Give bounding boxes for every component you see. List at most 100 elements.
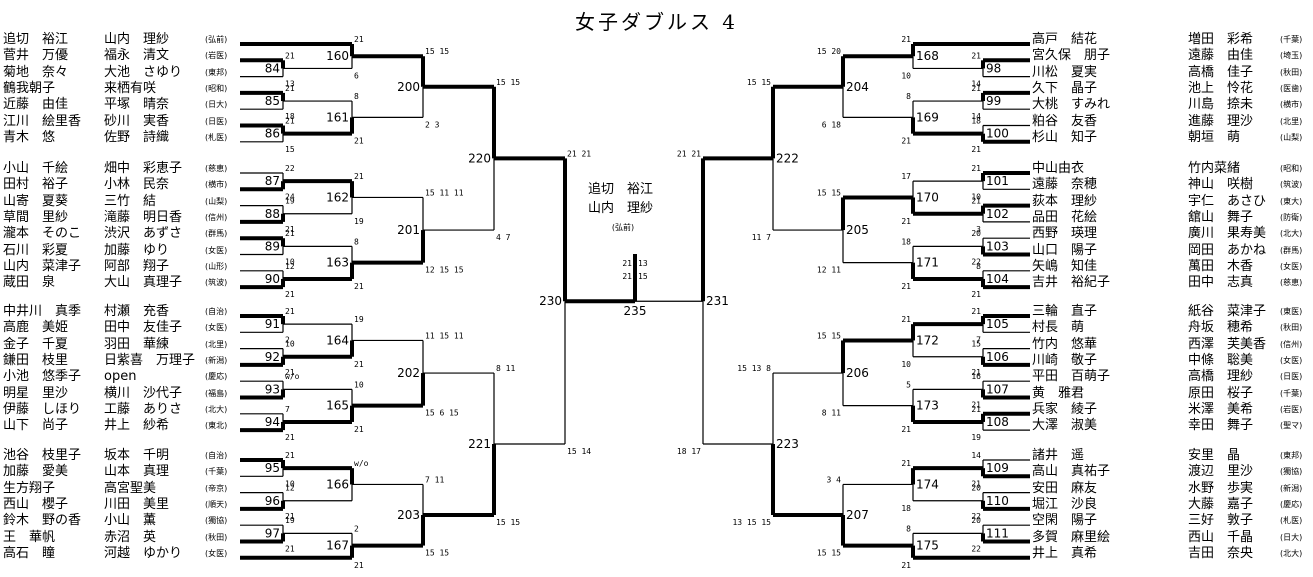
- match-number: 205: [846, 223, 869, 237]
- score-top: 21: [354, 172, 364, 181]
- score-top: 21: [971, 307, 981, 316]
- match-number: 161: [326, 110, 349, 124]
- score-top: 14: [971, 451, 981, 460]
- player1-name: 矢嶋 知佳: [1032, 258, 1098, 274]
- affiliation: (横市): [1280, 100, 1303, 110]
- score-bottom: 12 11: [817, 266, 841, 275]
- player2-name: 吉田 奈央: [1188, 545, 1254, 561]
- player2-name: 渋沢 あずさ: [104, 226, 183, 242]
- score-bottom: 15 15: [496, 518, 520, 527]
- match-number: 201: [397, 223, 420, 237]
- affiliation: (女医): [1280, 261, 1303, 271]
- player1-name: 久下 晶子: [1032, 80, 1098, 96]
- score-top: w/o: [354, 459, 369, 468]
- player2-name: 渡辺 里沙: [1188, 464, 1254, 480]
- player1-name: 川松 夏実: [1032, 64, 1098, 80]
- player2-name: 幸田 舞子: [1188, 418, 1254, 434]
- player2-name: 西澤 芙美香: [1188, 336, 1267, 352]
- match-number: 85: [265, 94, 280, 108]
- score-bottom: 2 3: [425, 120, 440, 129]
- player1-name: 中山由衣: [1032, 161, 1085, 176]
- player1-name: 鶴我朝子: [3, 80, 56, 96]
- affiliation: (自治): [205, 307, 228, 316]
- player1-name: 鈴木 野の香: [3, 513, 82, 529]
- player2-name: 宇仁 あさひ: [1188, 193, 1267, 209]
- score-bottom: 3: [976, 225, 981, 234]
- score-bottom: 21: [971, 145, 981, 154]
- affiliation: (順天): [205, 499, 228, 509]
- affiliation: (埼玉): [1280, 51, 1303, 61]
- affiliation: (慈恵): [205, 164, 228, 173]
- player1-name: 西野 瑛理: [1032, 226, 1098, 242]
- match-number: 165: [326, 399, 349, 413]
- match-number: 223: [776, 437, 799, 451]
- player1-name: 菅井 万優: [3, 48, 69, 64]
- player1-name: 西山 櫻子: [3, 496, 69, 512]
- score-bottom: 21: [901, 282, 911, 291]
- player1-name: 青木 悠: [3, 129, 56, 145]
- score-bottom: 21: [354, 561, 364, 570]
- player2-name: 河越 ゆかり: [104, 545, 183, 561]
- player1-name: 山内 菜津子: [3, 258, 82, 274]
- score-bottom: 10: [901, 71, 911, 80]
- score-bottom: 22: [971, 512, 981, 521]
- player2-name: 朝垣 萌: [1188, 129, 1241, 145]
- score-top: 21: [285, 451, 295, 460]
- score-top: 20: [971, 484, 981, 493]
- score-top: 21: [901, 35, 911, 44]
- player2-name: 福永 清文: [104, 48, 170, 64]
- player2-name: 大藤 嘉子: [1188, 496, 1254, 512]
- player1-name: 空閑 陽子: [1032, 513, 1098, 529]
- affiliation: (東邦): [205, 67, 228, 77]
- match-number: 167: [326, 539, 349, 553]
- score-top: 21: [971, 84, 981, 93]
- player1-name: 竹内 悠華: [1032, 336, 1098, 352]
- score: 15: [638, 272, 648, 281]
- player2-name: 川田 美里: [104, 496, 170, 512]
- player2-name: 米澤 美希: [1188, 401, 1254, 417]
- match-number: 160: [326, 49, 349, 63]
- match-number: 230: [539, 294, 562, 308]
- match-number: 168: [916, 49, 939, 63]
- match-number: 89: [265, 239, 280, 253]
- player2-name: 増田 彩希: [1188, 32, 1254, 47]
- score-bottom: 2: [285, 335, 290, 344]
- player1-name: 中井川 真季: [3, 304, 82, 319]
- player1-name: 川崎 敬子: [1032, 352, 1098, 368]
- match-number: 106: [986, 350, 1009, 364]
- player2-name: 竹内菜緒: [1188, 161, 1241, 176]
- affiliation: (岩医): [205, 51, 228, 61]
- score-top: 21: [971, 51, 981, 60]
- score-top: 17: [901, 172, 911, 181]
- score-bottom: 21: [901, 425, 911, 434]
- affiliation: (筑波): [205, 278, 228, 288]
- score-bottom: 10: [285, 479, 295, 488]
- player1-name: 菊地 奈々: [3, 64, 69, 80]
- score-top: 8: [354, 237, 359, 246]
- score-top: 21: [285, 229, 295, 238]
- score-bottom: 21: [971, 401, 981, 410]
- match-number: 174: [916, 477, 939, 491]
- match-number: 200: [397, 80, 420, 94]
- player2-name: 来栖有咲: [104, 80, 157, 96]
- page-title: 女子ダブルス 4: [574, 10, 739, 34]
- champion-affiliation: (弘前): [611, 223, 635, 232]
- player1-name: 吉井 裕紀子: [1032, 275, 1111, 291]
- score-top: 8: [354, 92, 359, 101]
- player2-name: 山内 理紗: [104, 32, 170, 47]
- affiliation: (獨協): [205, 516, 228, 526]
- score-top: 12: [285, 484, 295, 493]
- score-bottom: 21: [971, 368, 981, 377]
- score-bottom: 21: [354, 137, 364, 146]
- player1-name: 高戸 結花: [1032, 32, 1098, 47]
- affiliation: (東大): [1280, 196, 1303, 206]
- player2-name: 池上 怜花: [1188, 80, 1254, 96]
- player2-name: 神山 咲樹: [1188, 177, 1254, 193]
- score-bottom: 21: [285, 433, 295, 442]
- score-bottom: 22: [971, 258, 981, 267]
- score-bottom: 15 15: [425, 549, 449, 558]
- player1-name: 王 華帆: [3, 529, 56, 545]
- player1-name: 平田 百萌子: [1032, 369, 1111, 385]
- match-number: 93: [265, 382, 280, 396]
- score-bottom: 21: [354, 360, 364, 369]
